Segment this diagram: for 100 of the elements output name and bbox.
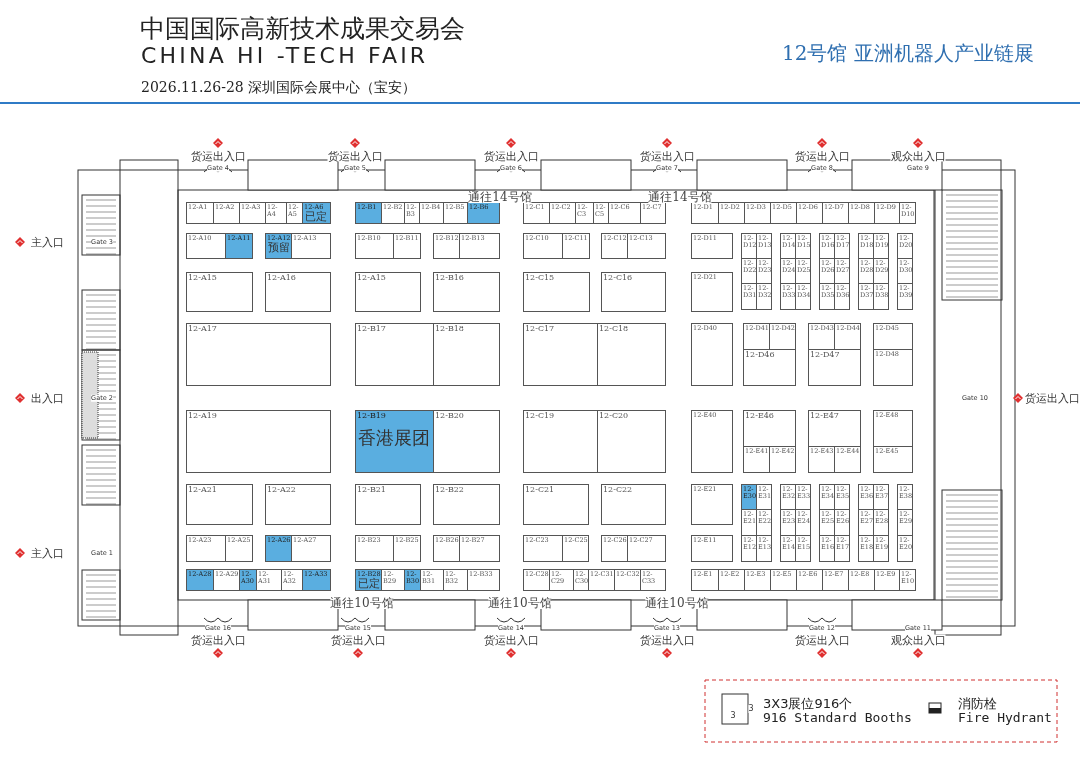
- booth-box: [562, 535, 589, 562]
- gate-label: 货运出入口: [794, 150, 850, 162]
- booth-box: [873, 410, 913, 447]
- booth-box: [795, 484, 811, 510]
- booth-box: [393, 535, 421, 562]
- booth-box: [873, 484, 889, 510]
- booth-box: [897, 258, 913, 284]
- booth-box: [858, 233, 874, 259]
- booth-box: [873, 349, 913, 386]
- booth-box: [741, 258, 757, 284]
- booth-box: [718, 202, 745, 224]
- legend-text: 3X3展位916个: [763, 697, 853, 710]
- booth-box: [691, 410, 733, 473]
- booth-box: [691, 484, 733, 525]
- booth-box: [691, 233, 733, 259]
- title: 中国国际高新技术成果交易会: [140, 16, 465, 41]
- booth-number: 12-B22: [435, 486, 465, 494]
- booth-box: [756, 535, 772, 562]
- passage-label: 通往14号馆: [648, 191, 712, 203]
- booth-box: [573, 569, 589, 591]
- booth-box: [897, 509, 913, 536]
- booth-box: [265, 272, 331, 312]
- booth-number: 12-A19: [188, 412, 218, 420]
- booth-box: [744, 569, 771, 591]
- booth-box: [819, 535, 835, 562]
- booth-box: [822, 202, 849, 224]
- booth-box: [213, 569, 240, 591]
- booth-box: [873, 535, 889, 562]
- gate-label: 货运出入口: [190, 634, 246, 646]
- booth-box: [281, 569, 303, 591]
- booth-number: 12-C21: [525, 486, 556, 494]
- booth-box: [433, 535, 460, 562]
- booth-box: [355, 323, 434, 386]
- booth-box: [597, 323, 666, 386]
- booth-box: [834, 446, 861, 473]
- booth-box: [808, 349, 861, 386]
- booth-box: [819, 233, 835, 259]
- booth-number: 12-A17: [188, 325, 218, 333]
- booth-box: [404, 202, 420, 224]
- booth-number: 12-B18: [435, 325, 465, 333]
- booth-box: [588, 569, 615, 591]
- booth-box: [256, 569, 282, 591]
- booth-number: 12-D46: [745, 351, 776, 359]
- gate-label: 货运出入口: [639, 150, 695, 162]
- booth-box: [834, 323, 861, 350]
- booth-number: 12-A16: [267, 274, 297, 282]
- booth-box: [213, 202, 240, 224]
- booth-box: [769, 323, 796, 350]
- booth-box: [225, 233, 253, 259]
- booth-box: [433, 233, 460, 259]
- booth-box: [186, 569, 214, 591]
- passage-label: 通往14号馆: [468, 191, 532, 203]
- booth-box: [355, 272, 421, 312]
- booth-box: [756, 509, 772, 536]
- booth-number: 12-A22: [267, 486, 297, 494]
- entrance-label: 出入口: [30, 392, 64, 404]
- booth-box: [523, 202, 550, 224]
- booth-box: [355, 569, 382, 591]
- entrance-label: 主入口: [30, 236, 64, 248]
- booth-box: [523, 569, 550, 591]
- booth-box: [186, 272, 253, 312]
- booth-box: [822, 569, 849, 591]
- booth-box: [756, 283, 772, 310]
- gate-label: 货运出入口: [330, 634, 386, 646]
- booth-box: [523, 410, 598, 473]
- booth-box: [780, 535, 796, 562]
- passage-label: 通往10号馆: [488, 597, 552, 609]
- booth-number: 12-B19: [357, 412, 387, 420]
- booth-number: 12-A21: [188, 486, 218, 494]
- booth-box: [523, 272, 590, 312]
- booth-box: [899, 202, 916, 224]
- booth-box: [433, 410, 500, 473]
- booth-box: [796, 569, 823, 591]
- booth-box: [770, 202, 797, 224]
- booth-box: [897, 233, 913, 259]
- booth-box: [186, 484, 253, 525]
- gate-label: 货运出入口: [327, 150, 383, 162]
- booth-box: [467, 202, 500, 224]
- booth-box: [834, 283, 850, 310]
- booth-box: [780, 283, 796, 310]
- booth-box: [834, 535, 850, 562]
- booth-box: [443, 202, 468, 224]
- booth-box: [608, 202, 641, 224]
- booth-box: [467, 569, 500, 591]
- booth-box: [523, 535, 563, 562]
- booth-box: [420, 569, 444, 591]
- booth-box: [808, 446, 835, 473]
- booth-box: [858, 535, 874, 562]
- booth-box: [780, 258, 796, 284]
- booth-number: 12-C17: [525, 325, 556, 333]
- booth-box: [873, 323, 913, 350]
- booth-box: [433, 484, 500, 525]
- booth-sample-number: 3: [730, 712, 736, 720]
- gate-label: 货运出入口: [1024, 392, 1080, 404]
- booth-box: [265, 202, 287, 224]
- hall-name: 12号馆 亚洲机器人产业链展: [782, 43, 1034, 63]
- booth-box: [741, 484, 757, 510]
- booth-box: [459, 233, 500, 259]
- gate-label: 货运出入口: [794, 634, 850, 646]
- booth-box: [897, 484, 913, 510]
